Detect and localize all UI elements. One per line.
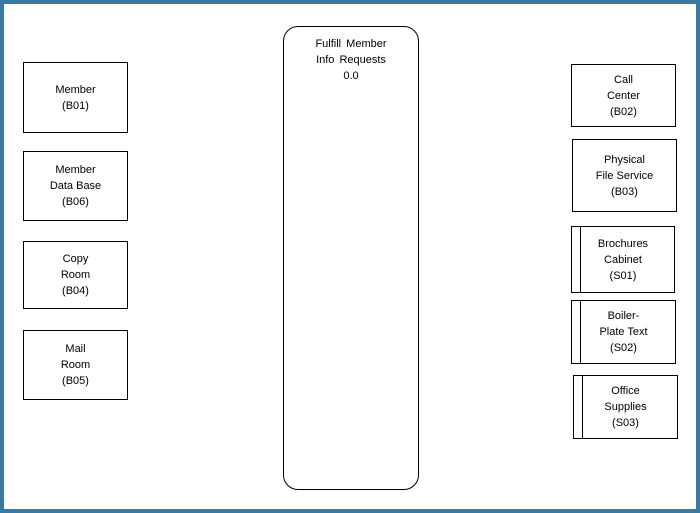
entity-label-line: Physical <box>604 153 645 166</box>
entity-label-line: Room <box>60 359 91 371</box>
process-label-line3: 0.0 <box>343 70 359 82</box>
entity-physical-file-service-b03[interactable]: Physical File Service (B03) <box>572 139 677 212</box>
entity-label-line: (B02) <box>610 105 637 118</box>
datastore-double-line <box>582 376 583 438</box>
datastore-boiler-plate-text-s02[interactable]: Boiler- Plate Text (S02) <box>571 300 676 364</box>
entity-mail-room-b05[interactable]: Mail Room (B05) <box>23 330 128 400</box>
entity-label-line: Center <box>606 89 641 102</box>
datastore-label-line: Boiler- <box>607 310 640 322</box>
datastore-office-supplies-s03[interactable]: Office Supplies (S03) <box>573 375 678 439</box>
datastore-double-line <box>580 227 581 292</box>
datastore-label-line: (S02) <box>610 342 637 354</box>
datastore-label-line: Cabinet <box>604 253 642 266</box>
process-label-line1: Fulfill Member <box>315 38 387 50</box>
datastore-label-line: (S01) <box>609 269 637 282</box>
datastore-label-line: Brochures <box>597 237 649 250</box>
entity-label-line: (B06) <box>62 196 89 208</box>
entity-call-center-b02[interactable]: Call Center (B02) <box>571 64 676 127</box>
entity-label-line: (B01) <box>62 99 89 112</box>
datastore-label-line: Supplies <box>604 401 647 413</box>
entity-copy-room-b04[interactable]: Copy Room (B04) <box>23 241 128 309</box>
datastore-brochures-cabinet-s01[interactable]: Brochures Cabinet (S01) <box>571 226 675 293</box>
entity-label-line: Call <box>614 73 633 86</box>
entity-label-line: (B03) <box>611 185 638 198</box>
entity-label-line: Member <box>55 83 96 96</box>
process-label-line2: Info Requests <box>316 54 386 66</box>
entity-label-line: Mail <box>65 343 86 355</box>
datastore-label-line: (S03) <box>612 417 639 429</box>
entity-label-line: Room <box>60 269 91 281</box>
datastore-label-line: Plate Text <box>599 326 648 338</box>
entity-label-line: File Service <box>595 169 654 182</box>
entity-label-line: Copy <box>62 253 89 265</box>
entity-member-data-base-b06[interactable]: Member Data Base (B06) <box>23 151 128 221</box>
entity-label-line: (B05) <box>62 375 89 387</box>
entity-label-line: Data Base <box>49 180 102 192</box>
datastore-double-line <box>580 301 581 363</box>
entity-label-line: (B04) <box>62 285 89 297</box>
entity-member-b01[interactable]: Member (B01) <box>23 62 128 133</box>
entity-label-line: Member <box>55 164 96 176</box>
process-fulfill-member-info-requests[interactable]: Fulfill Member Info Requests 0.0 <box>283 26 419 490</box>
datastore-label-line: Office <box>611 385 640 397</box>
